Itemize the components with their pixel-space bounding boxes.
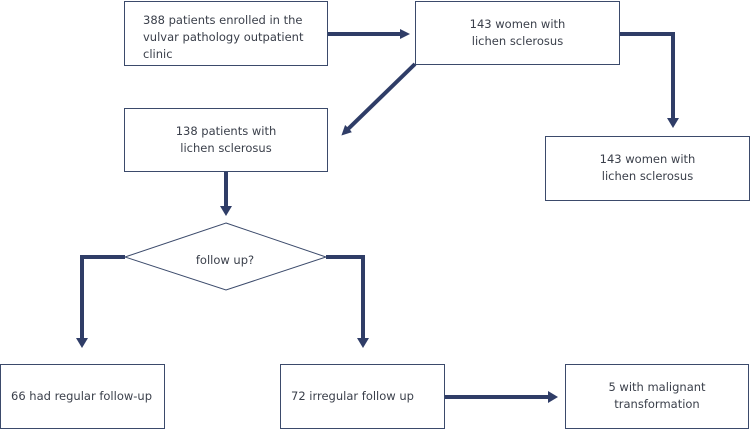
arrow-women-to-women-right <box>620 32 675 118</box>
decision-label: follow up? <box>195 253 255 267</box>
node-enrolled-patients: 388 patients enrolled in the vulvar path… <box>124 1 328 66</box>
node-regular-follow-up: 66 had regular follow-up <box>0 364 165 429</box>
decision-diamond <box>123 222 328 291</box>
arrow-decision-to-irregular <box>326 255 365 338</box>
node-regular-label: 66 had regular follow-up <box>11 389 152 403</box>
node-malignant-transformation: 5 with malignant transformation <box>565 364 749 429</box>
node-irregular-follow-up: 72 irregular follow up <box>280 364 445 429</box>
node-enrolled-label: 388 patients enrolled in the vulvar path… <box>143 13 304 61</box>
node-138-patients: 138 patients with lichen sclerosus <box>124 108 328 172</box>
node-138-label: 138 patients with lichen sclerosus <box>175 124 277 155</box>
node-malignant-label: 5 with malignant transformation <box>608 380 706 411</box>
node-women-lichen-right: 143 women with lichen sclerosus <box>545 136 750 201</box>
arrow-decision-to-regular <box>80 255 125 338</box>
node-women-lichen-top: 143 women with lichen sclerosus <box>415 1 620 65</box>
node-irregular-label: 72 irregular follow up <box>291 389 414 403</box>
arrow-women-to-138 <box>341 62 417 136</box>
node-women-top-label: 143 women with lichen sclerosus <box>469 17 566 48</box>
node-women-right-label: 143 women with lichen sclerosus <box>599 152 696 183</box>
